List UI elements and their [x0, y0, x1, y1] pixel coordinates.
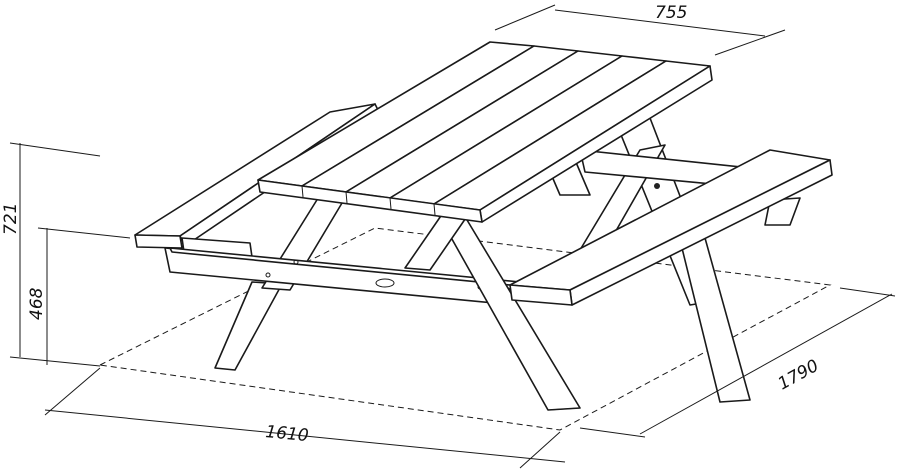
table-top	[257, 41, 713, 223]
dimension-1610: 1610	[44, 367, 566, 469]
dimension-468: 468	[9, 227, 131, 367]
dimension-label-468: 468	[27, 287, 47, 320]
dimension-label-1790: 1790	[775, 356, 823, 394]
dimension-721: 721	[1, 142, 101, 357]
front-frame	[164, 194, 581, 411]
dimension-755: 755	[494, 3, 786, 56]
dimension-label-721: 721	[1, 203, 21, 235]
right-bench	[509, 149, 833, 403]
dimension-label-755: 755	[655, 3, 687, 23]
dimension-label-1610: 1610	[265, 422, 310, 446]
bolt-icon	[654, 183, 660, 189]
